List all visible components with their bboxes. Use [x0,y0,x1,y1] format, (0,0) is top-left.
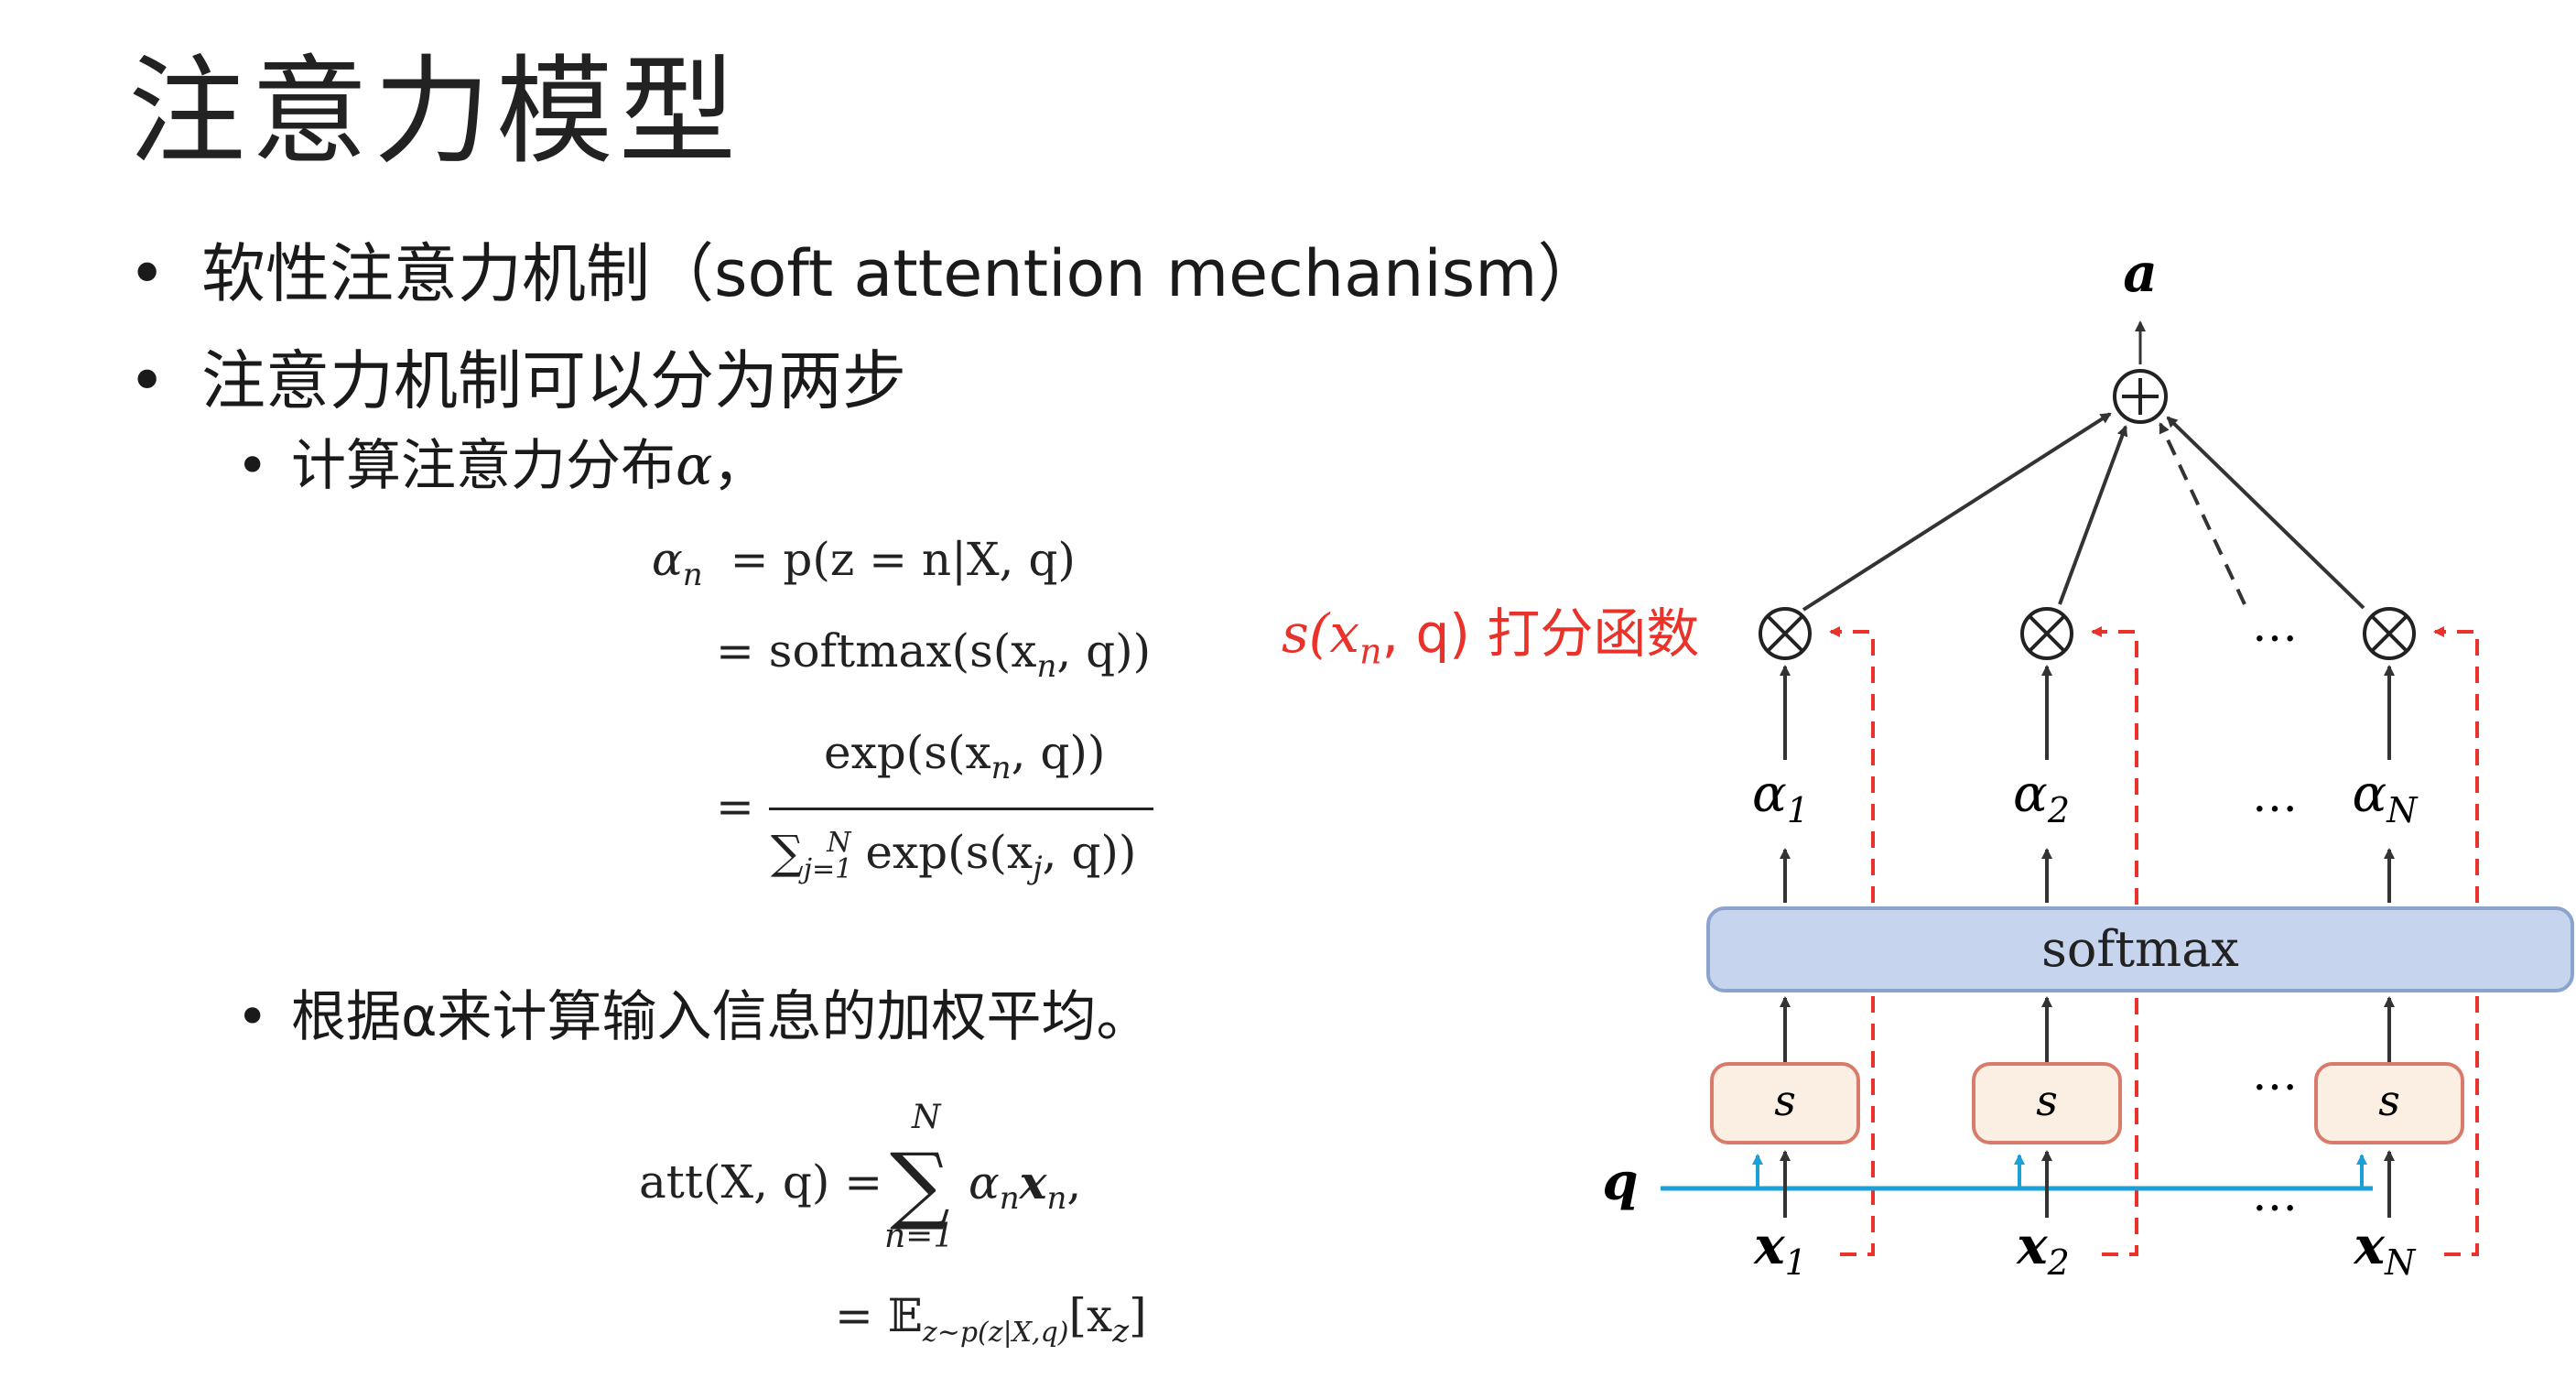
arrow-mult1-to-sum [1802,412,2112,612]
bullet-text: 软性注意力机制（soft attention mechanism） [201,236,1602,311]
ellipsis-score: … [2252,1047,2298,1101]
fraction-bar [769,808,1153,810]
softmax-label: softmax [2041,920,2239,978]
eq1-line3-equals: = [716,780,754,833]
score-box-2-label: s [2036,1076,2058,1125]
score-text: s(x [1282,602,1360,665]
eq1-line3-denominator: ∑j=1N exp(s(xj, q)) [771,826,1137,886]
alpha-symbol: α [676,434,713,498]
arrow-dashed-to-sum [2159,422,2246,605]
eq-alpha: α [652,533,683,586]
eq2-line2: = 𝔼z∼p(z|X,q)[xz] [835,1289,1147,1350]
eq-bracket: [x [1068,1289,1113,1342]
eq-sub: z∼p(z|X,q) [922,1317,1069,1349]
bullet-dot: • [236,985,269,1049]
softmax-layer [1706,906,2574,992]
eq-expectation: = 𝔼 [835,1289,923,1342]
alpha-N-label: αN [2352,764,2419,830]
bullet-dot: • [128,343,167,418]
ellipsis-alpha: … [2252,769,2298,822]
score-tail: , q) 打分函数 [1381,602,1700,665]
input-x1-label: x1 [1753,1216,1807,1283]
alpha-1-label: α1 [1752,764,1809,830]
score-box-2 [1972,1062,2122,1144]
eq2-line1-rhs: αnxn, [969,1155,1082,1217]
ellipsis-input: … [2252,1168,2298,1221]
eq-sub: n [682,557,703,593]
input-x2-label: x2 [2016,1216,2070,1283]
eq1-line2: = softmax(s(xn, q)) [716,624,1151,685]
arrow-mult2-to-sum [2058,425,2128,605]
eq-alpha: α [969,1156,1000,1209]
bullet-dot: • [236,434,269,498]
eq1-line1: αn = p(z = n|X, q) [652,533,1076,593]
arrow-multN-to-sum [2166,416,2365,610]
mult-node-N [2363,607,2416,660]
alpha-2-label: α2 [2013,764,2070,830]
ellipsis-mult: … [2252,599,2298,652]
mult-node-2 [2020,607,2073,660]
score-sub: n [1359,631,1382,672]
eq1-line3-numerator: exp(s(xn, q)) [824,726,1105,786]
bullet-text: 根据α来计算输入信息的加权平均。 [291,985,1152,1049]
bullet-soft-attention: • 软性注意力机制（soft attention mechanism） [128,222,1601,315]
bullet-text: 计算注意力分布 [291,434,676,498]
query-label: q [1602,1152,1638,1212]
bullet-two-steps: • 注意力机制可以分为两步 [128,330,906,422]
score-box-N-label: s [2378,1076,2400,1125]
eq-sub: n [1036,648,1057,685]
eq-sum: ∑ [771,826,804,879]
input-xN-label: xN [2354,1216,2417,1283]
bullet-punct: ， [712,434,768,498]
eq-tail: , q)) [1011,726,1106,779]
bullet-text: 注意力机制可以分为两步 [201,343,906,418]
score-box-1 [1710,1062,1860,1144]
eq2-sum-top: N [912,1099,941,1136]
eq-rhs: = p(z = n|X, q) [730,533,1076,586]
eq2-line1: att(X, q) = [639,1155,882,1209]
score-box-1-label: s [1774,1076,1796,1125]
eq2-sum-symbol: ∑ [890,1135,950,1233]
eq-tail: , q)) [1056,624,1152,678]
bullet-dot: • [128,236,167,311]
sub-bullet-weighted-average: • 根据α来计算输入信息的加权平均。 [236,972,1152,1052]
mult-node-1 [1759,607,1812,660]
eq-att: att(X, q) = [639,1155,883,1209]
eq-softmax: = softmax(s(x [716,624,1037,678]
score-box-N [2314,1062,2464,1144]
output-label: a [2123,242,2158,304]
eq2-sum-bottom: n=1 [884,1218,955,1255]
eq-tail: , q)) [1042,826,1137,879]
eq-exp: exp(s(x [824,726,991,779]
sub-bullet-attention-distribution: • 计算注意力分布α， [236,421,768,501]
scoring-function-label: s(xn, q) 打分函数 [1282,591,1699,672]
eq-sub: n [990,750,1012,786]
eq-exp: exp(s(x [865,826,1034,879]
page-title: 注意力模型 [128,44,742,180]
